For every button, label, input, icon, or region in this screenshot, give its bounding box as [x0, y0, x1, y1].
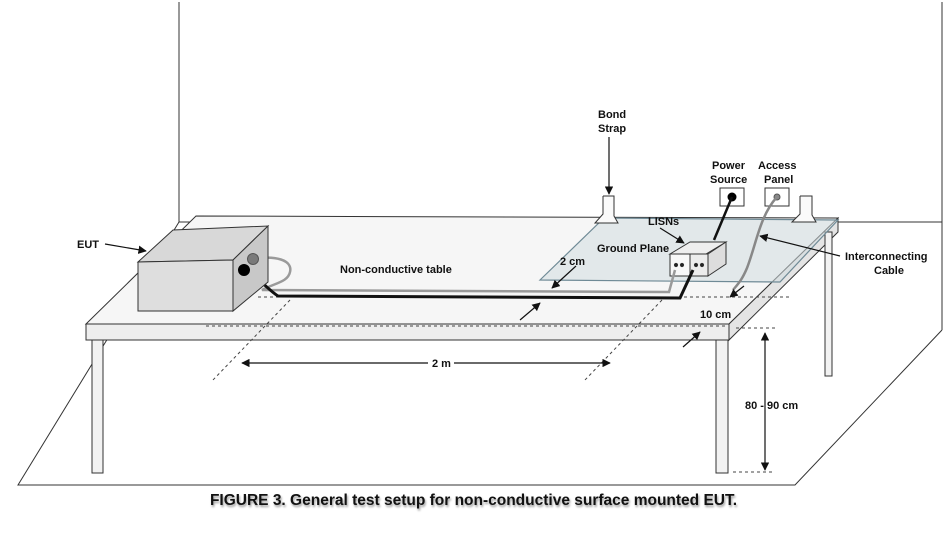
bond-strap-left [593, 195, 619, 224]
dimension-arrows [104, 137, 841, 471]
eut-side [232, 224, 269, 313]
interconnecting-cable-label-line1: Interconnecting [845, 251, 928, 263]
access-panel-label-line1: Access [758, 160, 797, 172]
interconnecting-cable-gray [252, 256, 677, 294]
table-leg-front-left [91, 339, 104, 474]
lisns-label: LISNs [648, 216, 679, 228]
eut-label: EUT [77, 239, 99, 251]
lisns [668, 241, 728, 277]
arrow-eut [104, 243, 147, 254]
back-wall [178, 2, 942, 223]
distance-10cm-label: 10 cm [700, 309, 731, 321]
eut-box [136, 224, 270, 313]
access-panel-label-line2: Panel [764, 174, 793, 186]
bond-strap-right [790, 195, 817, 223]
height-label: 80 - 90 cm [745, 400, 798, 412]
bond-straps [593, 195, 817, 224]
eut-connector-black [238, 264, 250, 276]
figure-caption: FIGURE 3. General test setup for non-con… [209, 492, 738, 509]
power-source-label-line2: Source [710, 174, 747, 186]
access-cable [732, 196, 778, 291]
arrow-lisns [659, 227, 685, 244]
ground-plane-label: Ground Plane [597, 243, 669, 255]
bond-strap-label-line2: Strap [598, 123, 626, 135]
distance-2cm-label: 2 cm [560, 256, 585, 268]
arrow-2cm-in [551, 265, 577, 289]
non-conductive-table-label: Non-conductive table [340, 264, 452, 276]
interconnecting-cable-label-line2: Cable [874, 265, 904, 277]
arrow-2cm-out [519, 302, 541, 321]
power-cable [712, 196, 734, 241]
eut-connector-gray [247, 253, 259, 265]
bond-strap-label-line1: Bond [598, 109, 626, 121]
arrow-10cm-upper [729, 285, 745, 298]
arrow-10cm-lower [682, 331, 701, 348]
table-leg-front-right [715, 339, 729, 474]
power-source-label-line1: Power [712, 160, 746, 172]
eut-front [137, 259, 234, 312]
table-leg-back-right [824, 231, 833, 377]
labels: EUT Bond Strap Power Source Access Panel… [77, 109, 928, 412]
distance-2m-label: 2 m [432, 358, 451, 370]
arrow-interconnecting-cable [759, 233, 841, 257]
